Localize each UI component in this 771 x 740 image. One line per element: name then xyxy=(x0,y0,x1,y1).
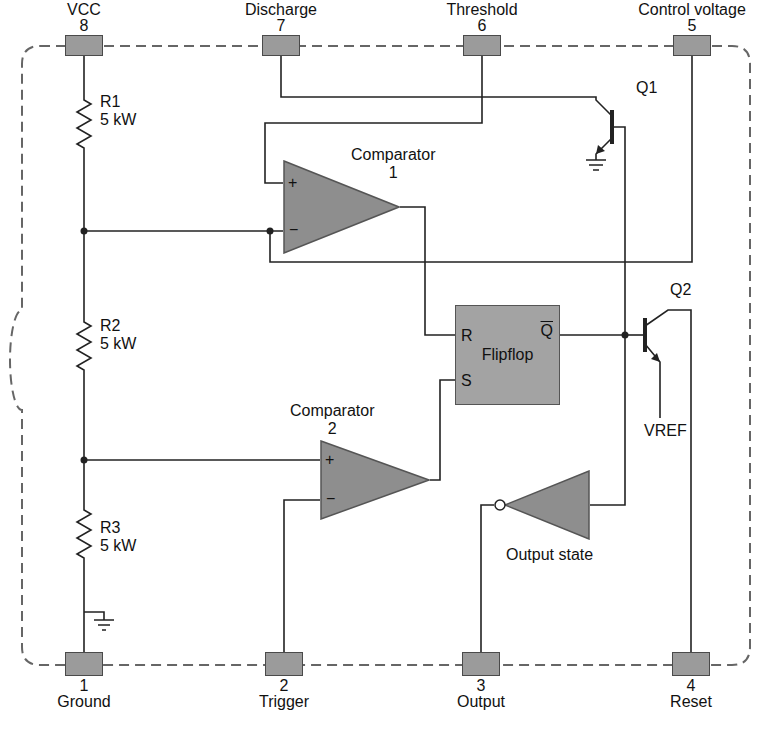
pin-label: 4Reset xyxy=(670,678,712,710)
flipflop-label: Flipflop xyxy=(456,346,559,364)
transistor-symbol xyxy=(610,110,614,144)
buffer-symbol xyxy=(494,470,590,540)
ground-symbol xyxy=(84,612,114,630)
pin-number: 5 xyxy=(638,18,746,34)
flipflop-pin: Q xyxy=(541,322,553,340)
pin-name: Threshold xyxy=(446,2,517,18)
pin-box: Discharge7 xyxy=(262,35,300,56)
pin-number: 2 xyxy=(259,678,309,694)
flipflop-pin: R xyxy=(461,327,473,345)
pin-name: Discharge xyxy=(245,2,317,18)
input-sign: − xyxy=(289,221,298,239)
signal-wire xyxy=(270,56,692,262)
comparator-triangle xyxy=(284,161,399,253)
input-sign: + xyxy=(288,174,297,192)
resistor-value: 5 kW xyxy=(100,538,136,554)
comparator-label: Comparator 1 xyxy=(351,146,435,182)
pin-box: 1Ground xyxy=(65,652,103,676)
resistor-value: 5 kW xyxy=(100,336,136,352)
pin-name: Output xyxy=(457,694,505,710)
divider-tap xyxy=(84,230,270,232)
input-sign: − xyxy=(326,490,335,508)
buffer-triangle xyxy=(505,471,589,539)
component-label: R3 xyxy=(100,520,120,536)
discharge-wire xyxy=(281,56,612,116)
pin-number: 6 xyxy=(446,18,517,34)
output-buffer: Output state xyxy=(494,470,590,540)
buffer-label: Output state xyxy=(506,546,593,564)
pin-name: Control voltage xyxy=(638,2,746,18)
pin-box: 2Trigger xyxy=(265,652,303,676)
pin-label: 1Ground xyxy=(57,678,110,710)
pin-name: VCC xyxy=(67,2,101,18)
comparator-triangle xyxy=(321,441,429,519)
flipflop-pin: S xyxy=(461,372,472,390)
pin-label: Discharge7 xyxy=(245,2,317,34)
comparator-label: Comparator 2 xyxy=(290,402,374,438)
signal-wire xyxy=(265,56,482,183)
pin-name: Reset xyxy=(670,694,712,710)
component-label: VREF xyxy=(644,423,687,439)
chip-outline xyxy=(10,46,750,665)
pin-label: 2Trigger xyxy=(259,678,309,710)
comparator-symbol xyxy=(283,160,400,254)
q1-base-wire xyxy=(612,127,625,335)
resistor-divider xyxy=(77,56,91,652)
pin-label: VCC8 xyxy=(67,2,101,34)
pin-box: 3Output xyxy=(462,652,500,676)
component-label: Q2 xyxy=(670,282,691,298)
pin-number: 4 xyxy=(670,678,712,694)
signal-wire xyxy=(430,380,455,480)
flipflop-box: RFlipflopS Q xyxy=(455,305,560,405)
signal-wire xyxy=(481,505,494,652)
pin-number: 3 xyxy=(457,678,505,694)
q1-emitter-ground xyxy=(586,138,612,170)
transistor-symbol xyxy=(643,318,647,352)
comparator: Comparator 1+− xyxy=(283,160,400,254)
pin-label: Threshold6 xyxy=(446,2,517,34)
divider-tap xyxy=(84,459,320,461)
pin-box: Control voltage5 xyxy=(673,35,711,56)
component-label: Q1 xyxy=(636,80,657,96)
pin-label: 3Output xyxy=(457,678,505,710)
q2-emitter xyxy=(645,344,660,418)
pin-name: Trigger xyxy=(259,694,309,710)
pin-box: Threshold6 xyxy=(463,35,501,56)
emitter-arrow xyxy=(651,353,660,362)
input-sign: + xyxy=(325,451,334,469)
pin-label: Control voltage5 xyxy=(638,2,746,34)
wires xyxy=(77,56,691,652)
resistor-value: 5 kW xyxy=(100,112,136,128)
comparator: Comparator 2+− xyxy=(320,440,430,520)
component-label: R2 xyxy=(100,318,120,334)
pin-name: Ground xyxy=(57,694,110,710)
pin-number: 7 xyxy=(245,18,317,34)
pin-number: 1 xyxy=(57,678,110,694)
signal-wire xyxy=(284,500,320,652)
junction-dots xyxy=(81,228,629,464)
emitter-arrow xyxy=(596,145,605,154)
pin-number: 8 xyxy=(67,18,101,34)
signal-wire xyxy=(400,207,455,335)
inverter-bubble xyxy=(495,500,505,510)
comparator-symbol xyxy=(320,440,430,520)
pin-box: VCC8 xyxy=(65,35,103,56)
reset-wire xyxy=(645,310,691,652)
component-label: R1 xyxy=(100,94,120,110)
pin-box: 4Reset xyxy=(672,652,710,676)
